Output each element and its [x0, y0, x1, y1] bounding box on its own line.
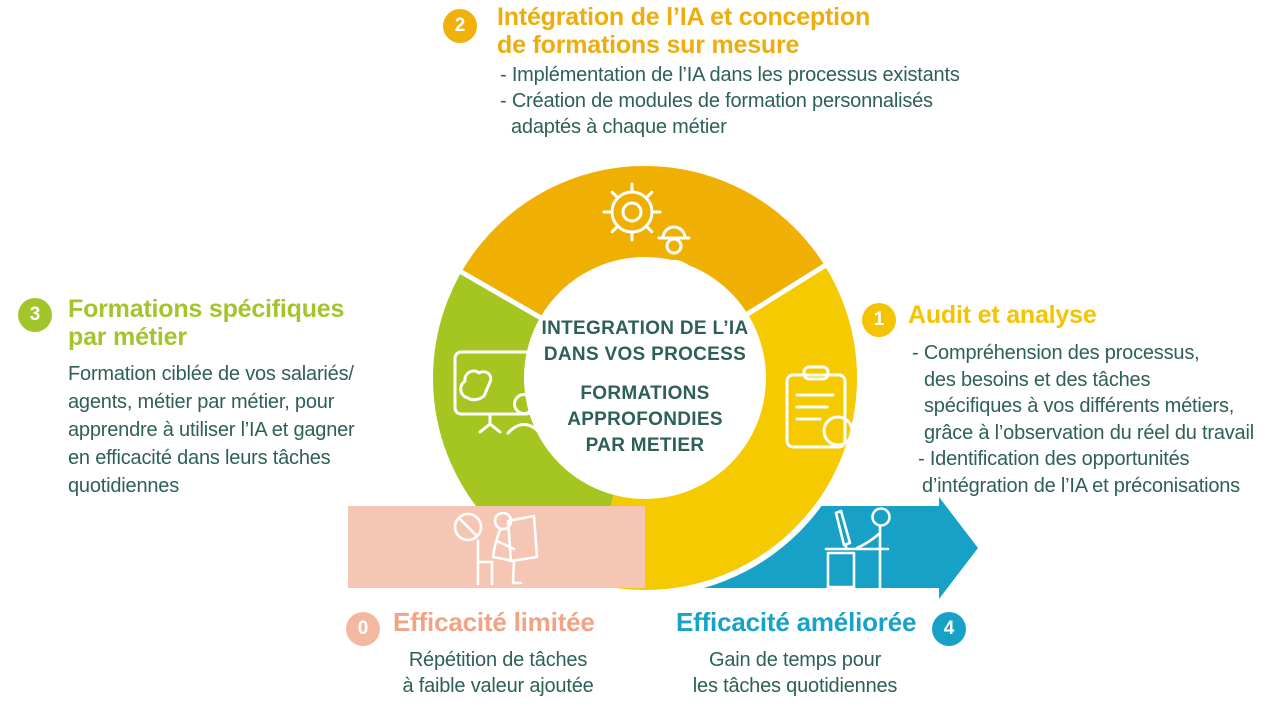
- step-0-body: Répétition de tâches à faible valeur ajo…: [348, 647, 648, 699]
- step-1-title: Audit et analyse: [908, 301, 1097, 329]
- step-1-body-line: - Compréhension des processus,: [912, 342, 1200, 364]
- step-3-body-line: quotidiennes: [68, 475, 180, 497]
- segment-gap-right: [743, 261, 830, 318]
- gear-worker-icon: [602, 182, 694, 272]
- step-3-body-line: agents, métier par métier, pour: [68, 391, 335, 413]
- step-1-body-line: - Identification des opportunités: [918, 448, 1190, 470]
- step-3-title-line1: Formations spécifiques: [68, 295, 345, 323]
- step-1-body-line: spécifiques à vos différents métiers,: [924, 395, 1235, 417]
- center-line: DANS VOS PROCESS: [543, 344, 747, 365]
- step-0-body-line: à faible valeur ajoutée: [402, 675, 594, 697]
- step-2-number: 2: [454, 15, 466, 36]
- step-3-badge: 3: [18, 298, 52, 332]
- step-3-title: Formations spécifiques par métier: [68, 295, 344, 351]
- step-1-body-line: grâce à l’observation du réel du travail: [924, 421, 1254, 444]
- center-line: FORMATIONS: [580, 383, 710, 404]
- step-1-body-line: d’intégration de l’IA et préconisations: [922, 474, 1240, 497]
- step-2-body-line: adaptés à chaque métier: [511, 116, 727, 138]
- step-3-title-line2: par métier: [68, 323, 187, 351]
- step-4-body-line: Gain de temps pour: [708, 649, 882, 671]
- step-3-number: 3: [29, 304, 41, 325]
- donut-outer-gap: [427, 160, 863, 596]
- step-2-title: Intégration de l’IA et conception de for…: [497, 3, 870, 59]
- step-3-body-line: apprendre à utiliser l’IA et gagner: [68, 419, 355, 441]
- donut-segment-green: [431, 271, 614, 584]
- step-0-title: Efficacité limitée: [393, 607, 595, 637]
- step-4-title: Efficacité améliorée: [676, 607, 917, 637]
- step-0-number: 0: [357, 618, 369, 639]
- step-3-body-line: en efficacité dans leurs tâches: [68, 447, 331, 469]
- step-2-badge: 2: [443, 9, 477, 43]
- step-1-body-line: des besoins et des tâches: [924, 368, 1151, 391]
- donut-segment-yellow: [589, 265, 858, 591]
- center-spacer: [515, 368, 775, 381]
- step-2-body-line: - Création de modules de formation perso…: [500, 90, 933, 112]
- step-3-body: Formation ciblée de vos salariés/ agents…: [68, 360, 355, 500]
- step-4-body: Gain de temps pour les tâches quotidienn…: [650, 647, 940, 699]
- segment-gap-left: [456, 267, 545, 322]
- donut-center-text: INTEGRATION DE L’IA DANS VOS PROCESS FOR…: [515, 316, 775, 459]
- seated-person-prohibited-icon: [453, 511, 539, 586]
- center-line: INTEGRATION DE L’IA: [541, 318, 749, 339]
- step-2-title-line2: de formations sur mesure: [497, 31, 800, 59]
- pink-band: [348, 506, 645, 588]
- step-4-number: 4: [943, 618, 955, 639]
- donut-segment-gold: [460, 164, 826, 318]
- step-3-body-line: Formation ciblée de vos salariés/: [68, 363, 354, 385]
- training-screen-icon: [453, 350, 542, 435]
- standing-desk-person-icon: [824, 507, 891, 590]
- step-4-body-line: les tâches quotidiennes: [692, 675, 898, 697]
- step-0-body-line: Répétition de tâches: [408, 649, 588, 671]
- step-0-badge: 0: [346, 612, 380, 646]
- step-1-badge: 1: [862, 303, 896, 337]
- clipboard-search-icon: [785, 365, 862, 457]
- step-1-body: - Compréhension des processus, des besoi…: [912, 340, 1254, 499]
- step-2-body-line: - Implémentation de l’IA dans les proces…: [500, 64, 960, 86]
- step-2-body: - Implémentation de l’IA dans les proces…: [500, 62, 960, 140]
- step-1-number: 1: [873, 309, 885, 330]
- step-2-title-line1: Intégration de l’IA et conception: [497, 3, 871, 31]
- center-line: PAR METIER: [585, 435, 705, 456]
- center-line: APPROFONDIES: [567, 409, 723, 430]
- step-4-badge: 4: [932, 612, 966, 646]
